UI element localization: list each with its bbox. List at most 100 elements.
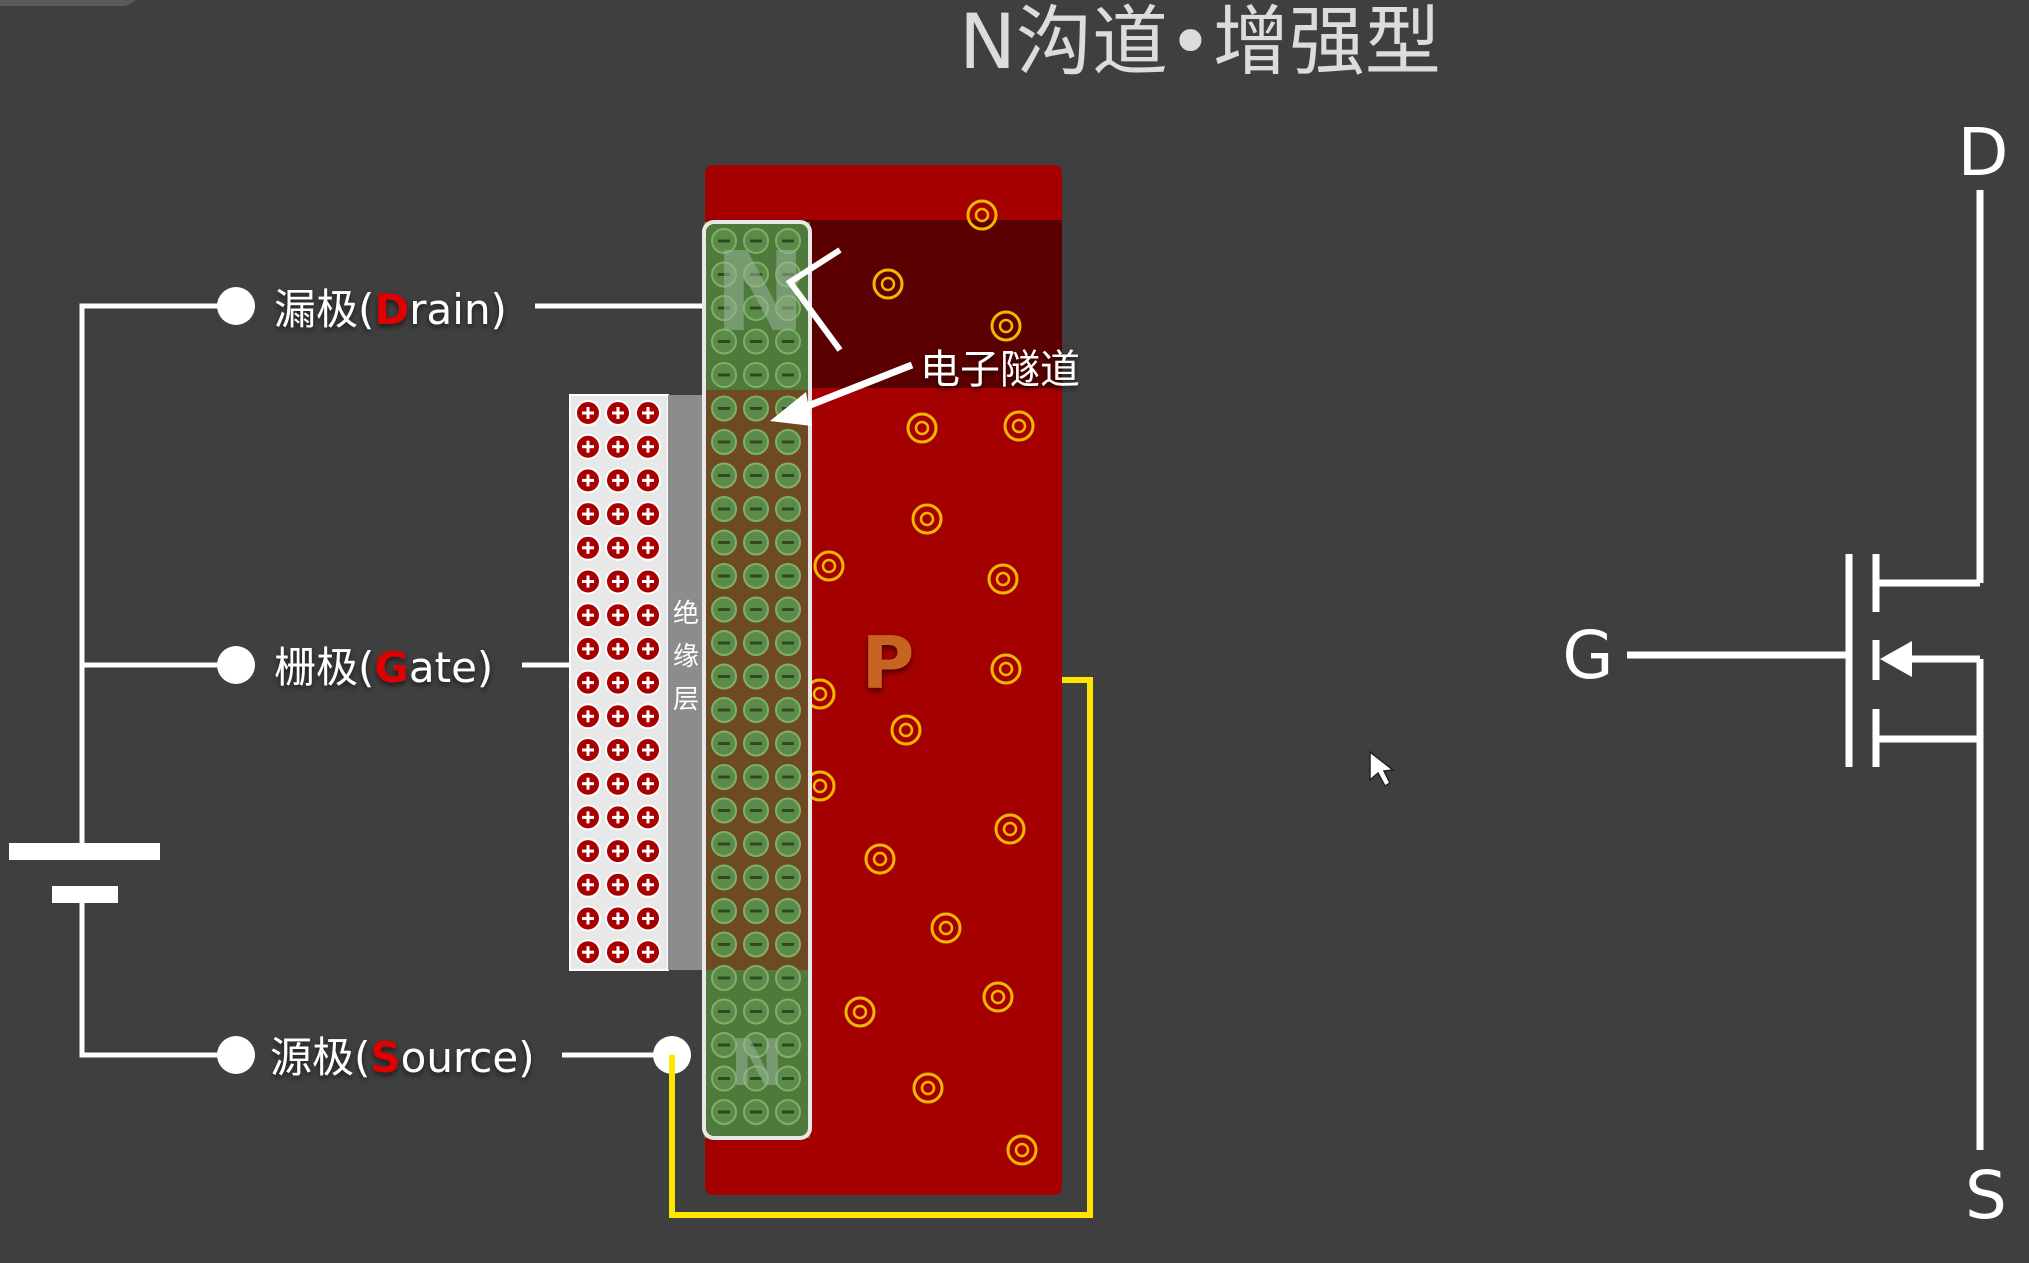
- positive-charge: [605, 467, 631, 494]
- electron: [711, 965, 737, 991]
- electron: [743, 898, 769, 924]
- electron: [743, 228, 769, 254]
- electron: [711, 1099, 737, 1125]
- electron: [743, 429, 769, 455]
- electron: [775, 730, 801, 757]
- symbol-arrow-icon: [1880, 641, 1912, 677]
- drain-terminal[interactable]: [217, 287, 255, 325]
- electron: [711, 831, 737, 857]
- positive-charge: [635, 737, 661, 763]
- electron: [775, 965, 801, 991]
- electron: [743, 764, 769, 790]
- hole-carriers: [804, 199, 1038, 1166]
- channel-pointer-arrow: [788, 361, 914, 417]
- gate-terminal[interactable]: [217, 646, 255, 684]
- electron: [711, 663, 737, 690]
- electron: [711, 931, 737, 958]
- positive-charge: [575, 703, 601, 730]
- hole: [1003, 410, 1035, 442]
- electron: [775, 429, 801, 455]
- electron: [775, 898, 801, 924]
- p-region-label: P: [862, 621, 915, 705]
- hole: [911, 503, 943, 535]
- electron: [711, 764, 737, 790]
- positive-charge: [575, 534, 601, 561]
- electron: [743, 1099, 769, 1125]
- positive-charge: [605, 804, 631, 831]
- electron: [711, 898, 737, 924]
- positive-charge: [605, 501, 631, 528]
- electron: [775, 496, 801, 522]
- electron: [711, 697, 737, 723]
- battery-symbol: [9, 843, 160, 903]
- gate-label: 栅极(Gate): [274, 643, 493, 692]
- electron: [711, 797, 737, 824]
- electron: [711, 295, 737, 321]
- hole: [872, 268, 904, 300]
- positive-charge: [575, 467, 601, 494]
- positive-charge: [575, 400, 601, 426]
- electron: [711, 1065, 737, 1092]
- electron: [743, 328, 769, 355]
- electron: [711, 596, 737, 623]
- positive-charge: [575, 737, 601, 763]
- electron: [711, 362, 737, 388]
- electron: [743, 630, 769, 656]
- electron: [775, 831, 801, 857]
- positive-charge: [605, 400, 631, 426]
- electron: [743, 1032, 769, 1058]
- bottom-n-label: N: [730, 1027, 784, 1101]
- positive-charge: [635, 804, 661, 831]
- positive-charge: [575, 871, 601, 898]
- hole: [987, 563, 1019, 595]
- positive-charge: [575, 568, 601, 595]
- electron: [775, 1032, 801, 1058]
- positive-charge: [635, 905, 661, 932]
- positive-charge: [635, 838, 661, 865]
- positive-charge: [635, 467, 661, 494]
- electron: [743, 797, 769, 824]
- electron: [711, 496, 737, 522]
- positive-charge: [575, 669, 601, 696]
- positive-charge: [605, 905, 631, 932]
- hole: [990, 653, 1022, 685]
- channel-label: 电子隧道: [920, 347, 1080, 393]
- positive-charge: [635, 871, 661, 898]
- electron: [743, 931, 769, 958]
- electron: [711, 730, 737, 757]
- electron: [775, 998, 801, 1025]
- hole: [990, 310, 1022, 342]
- electron: [743, 596, 769, 623]
- electron: [743, 295, 769, 321]
- positive-charge: [605, 770, 631, 797]
- positive-charge: [605, 635, 631, 662]
- hole: [912, 1072, 944, 1104]
- positive-charge: [635, 939, 661, 966]
- hole: [930, 912, 962, 944]
- circuit-wires: [79, 303, 706, 1058]
- electron: [743, 697, 769, 723]
- positive-charge: [605, 703, 631, 730]
- electron: [711, 630, 737, 656]
- hole: [906, 412, 938, 444]
- electron: [743, 563, 769, 589]
- positive-charge: [575, 804, 601, 831]
- n-column-outline: [702, 220, 812, 1140]
- electron: [743, 462, 769, 489]
- source-terminal[interactable]: [217, 1036, 255, 1074]
- electron: [775, 563, 801, 589]
- electron: [743, 529, 769, 556]
- positive-charge: [605, 433, 631, 460]
- positive-charge: [635, 602, 661, 629]
- electron: [775, 362, 801, 388]
- electron: [743, 831, 769, 857]
- electron: [775, 529, 801, 556]
- insulator-char-2: 缘: [673, 642, 699, 672]
- electron: [775, 764, 801, 790]
- hole: [864, 843, 896, 875]
- hole: [813, 550, 845, 582]
- electron: [711, 1032, 737, 1058]
- electron: [711, 395, 737, 422]
- hole: [994, 813, 1026, 845]
- hole: [1006, 1134, 1038, 1166]
